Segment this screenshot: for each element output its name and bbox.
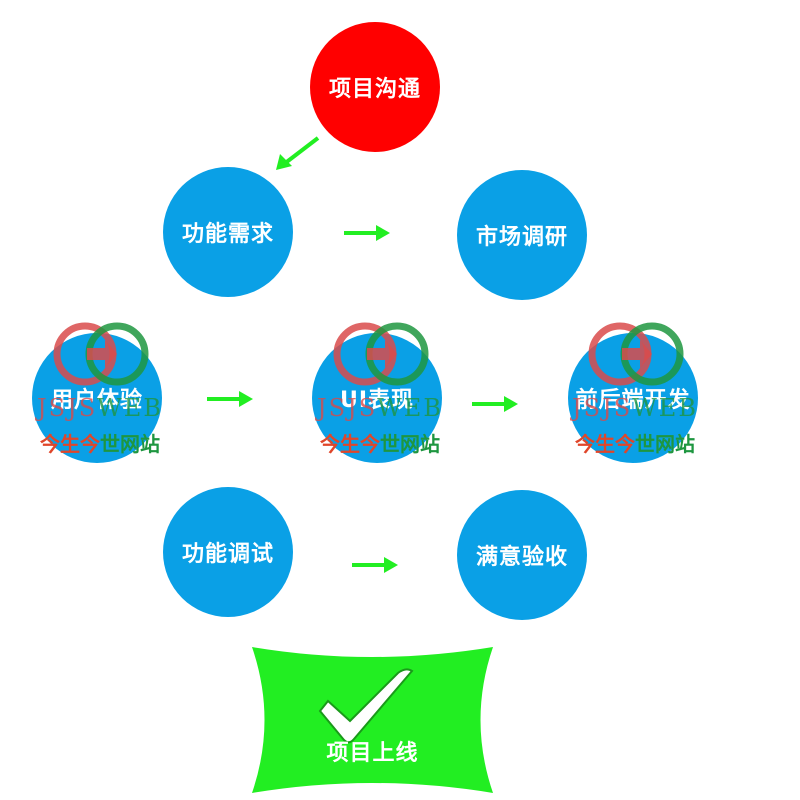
watermark-latin-a: JSJS [37,394,98,422]
watermark-logo-icon [333,322,429,386]
node-label: 项目沟通 [328,77,421,102]
watermark-cn-a: 今生今 [40,432,100,456]
go-live-label: 项目上线 [326,741,419,766]
arrow-right [352,557,398,573]
watermark: JSJSWEB 今生今世网站 [560,318,710,458]
watermark-cn-a: 今生今 [320,432,380,456]
check-icon [318,668,414,744]
watermark-latin-b: WEB [632,394,698,422]
watermark: JSJSWEB 今生今世网站 [25,318,175,458]
node-ui-design: UI表现 [312,333,442,463]
watermark: JSJSWEB 今生今世网站 [305,318,455,458]
arrow-right [344,225,390,241]
node-project-communication: 项目沟通 [310,22,440,152]
node-label: 功能需求 [181,222,274,247]
node-feature-debugging: 功能调试 [163,487,293,617]
node-label: 功能调试 [181,542,274,567]
node-feature-requirements: 功能需求 [163,167,293,297]
arrow-right [207,391,253,407]
watermark-latin-b: WEB [97,394,163,422]
node-label: 前后端开发 [575,388,691,413]
watermark-latin-b: WEB [377,394,443,422]
watermark-cn-b: 世网站 [100,432,160,456]
watermark-cn-a: 今生今 [575,432,635,456]
watermark-cn-b: 世网站 [380,432,440,456]
go-live-banner [252,647,493,793]
watermark-latin-a: JSJS [317,394,378,422]
node-label: UI表现 [339,388,415,413]
node-market-research: 市场调研 [457,170,587,300]
arrow-right [472,396,518,412]
node-label: 市场调研 [475,225,568,250]
watermark-cn-b: 世网站 [635,432,695,456]
node-label: 用户体验 [50,388,143,413]
watermark-logo-icon [588,322,684,386]
watermark-latin-a: JSJS [572,394,633,422]
node-label: 满意验收 [475,545,568,570]
arrow-diagonal [276,136,320,170]
node-acceptance: 满意验收 [457,490,587,620]
watermark-logo-icon [53,322,149,386]
